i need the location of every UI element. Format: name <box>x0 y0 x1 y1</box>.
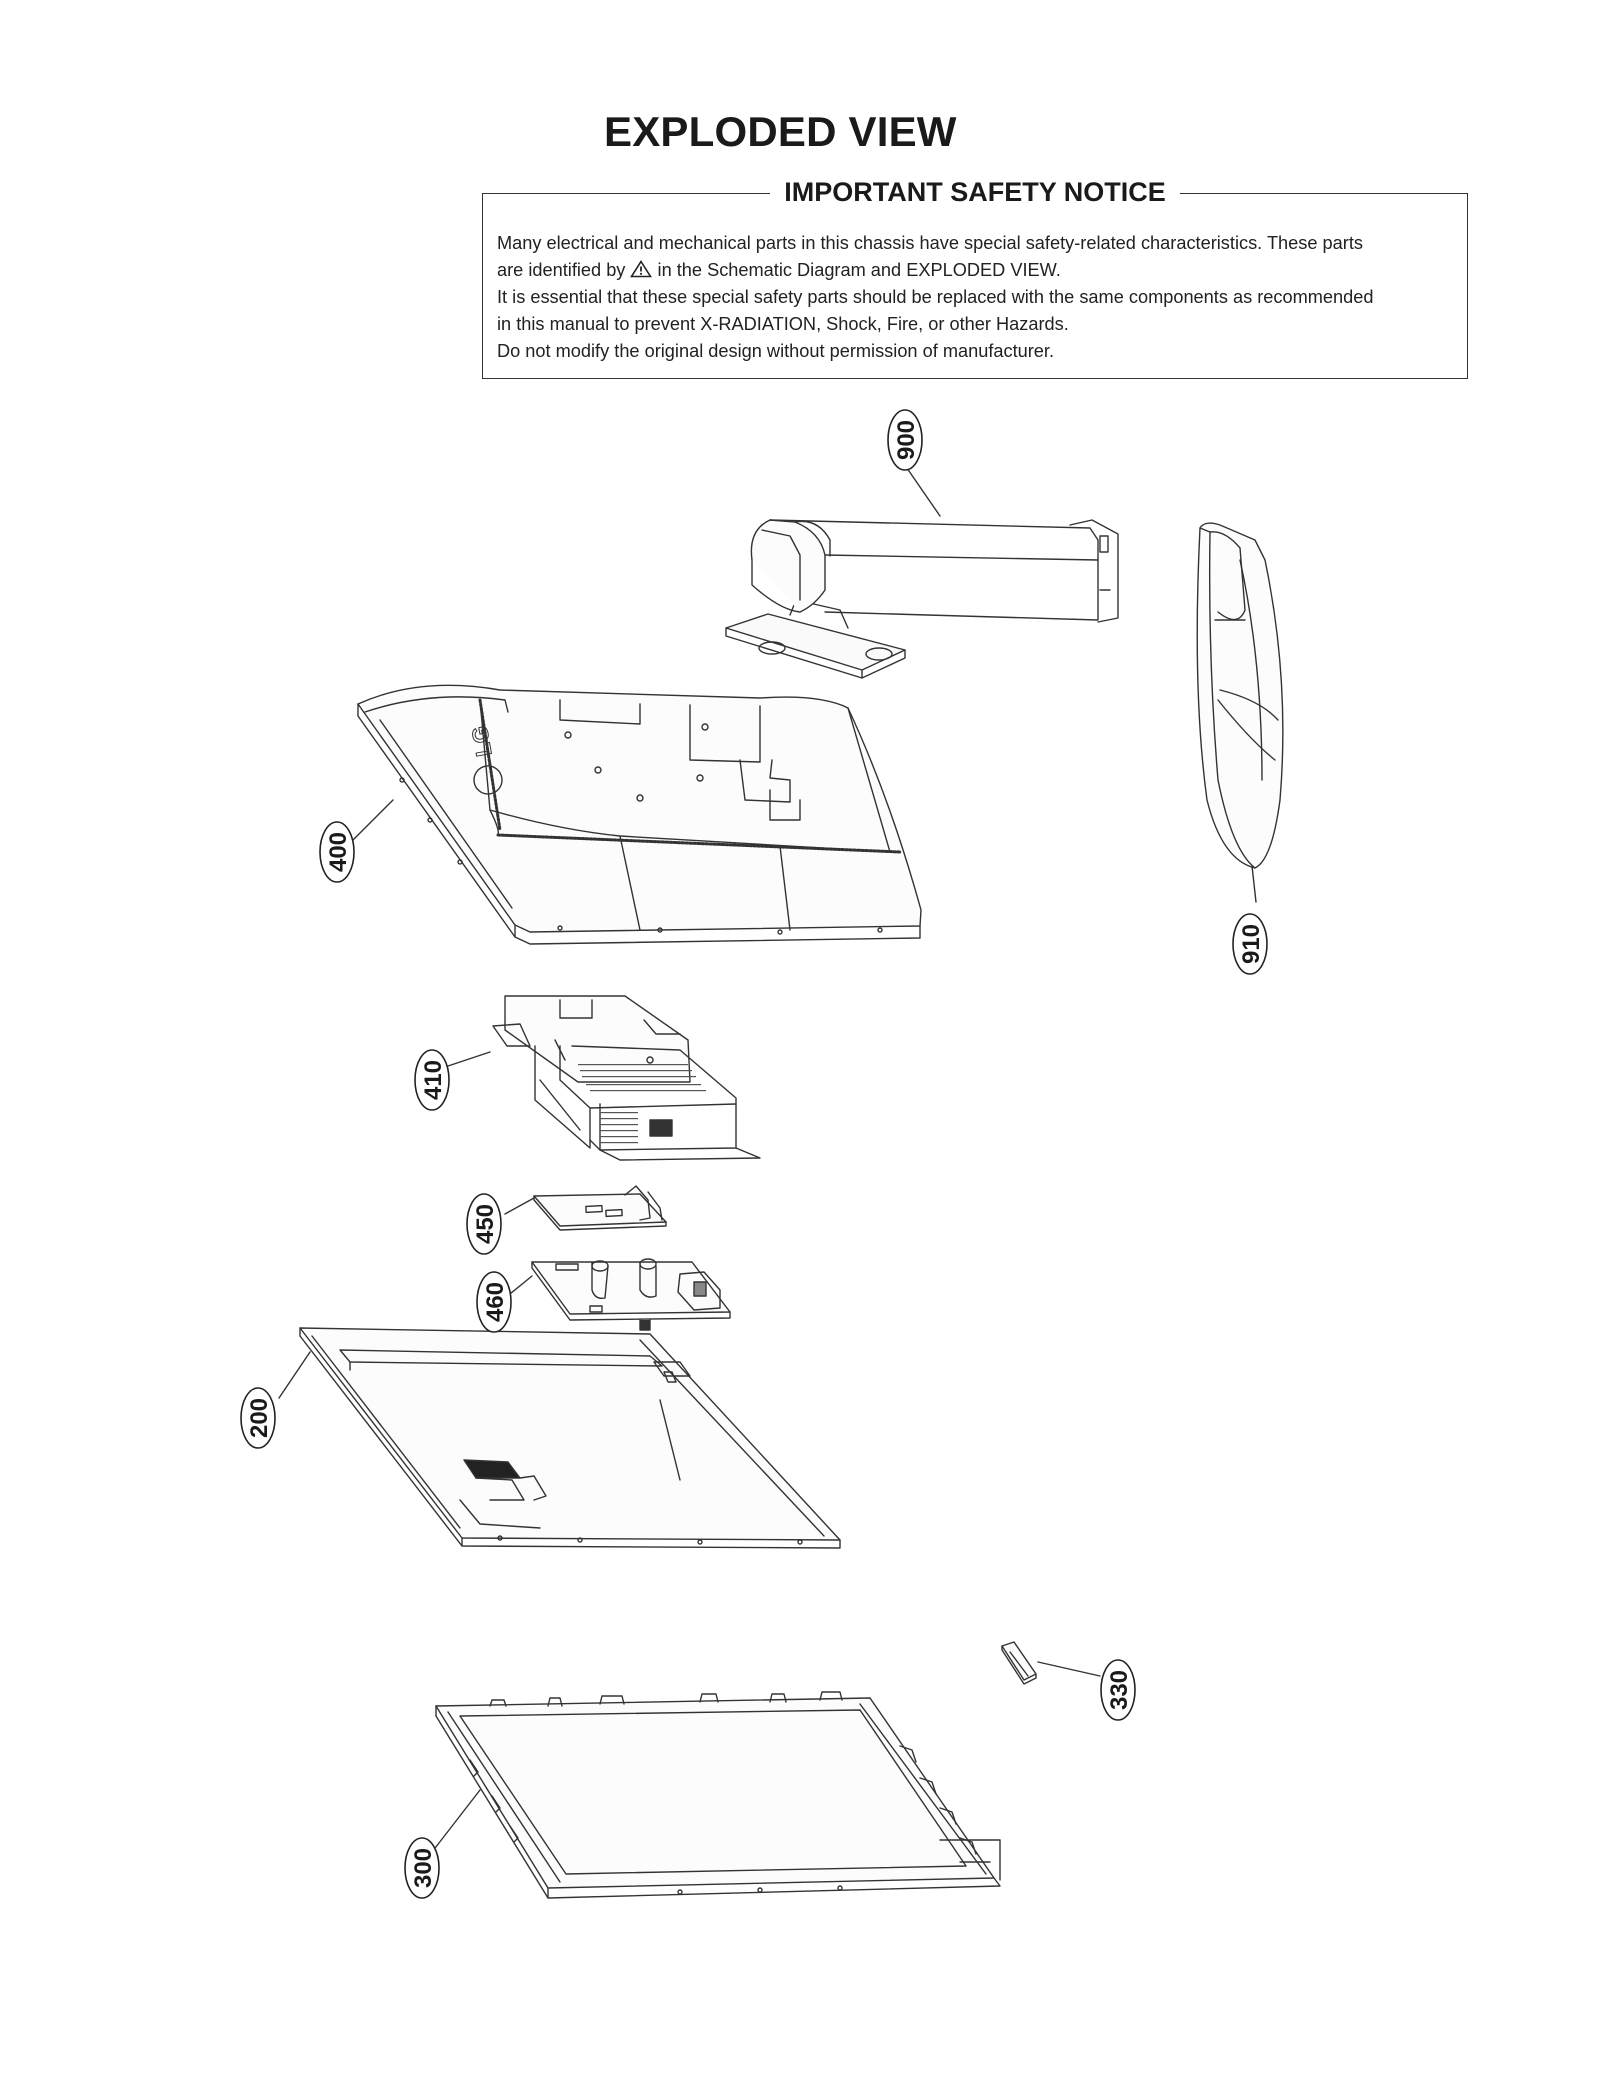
callout-460: 460 <box>476 1271 512 1333</box>
callout-910: 910 <box>1232 913 1268 975</box>
safety-notice-body: Many electrical and mechanical parts in … <box>497 230 1453 365</box>
leader-line <box>431 1789 481 1853</box>
notice-line: are identified by in the Schematic Diagr… <box>497 260 1061 280</box>
svg-text:910: 910 <box>1238 924 1265 964</box>
vent-pattern <box>578 1064 706 1144</box>
callout-200: 200 <box>240 1387 276 1449</box>
safety-notice-box: IMPORTANT SAFETY NOTICE Many electrical … <box>482 177 1468 379</box>
callout-450: 450 <box>466 1193 502 1255</box>
stand-base-part-910 <box>1196 522 1284 869</box>
callout-400: 400 <box>319 821 355 883</box>
notice-line: Do not modify the original design withou… <box>497 341 1055 361</box>
warning-triangle-icon <box>630 260 653 278</box>
logo-lg: LG <box>466 724 503 795</box>
lcd-panel-part-200 <box>299 1327 841 1549</box>
leader-line <box>1037 1661 1101 1677</box>
notice-line: It is essential that these special safet… <box>497 287 1374 307</box>
callout-900: 900 <box>887 409 923 471</box>
svg-text:400: 400 <box>325 832 352 872</box>
svg-text:LG: LG <box>467 724 497 758</box>
small-bracket-part-330 <box>1001 1641 1037 1685</box>
page-title: EXPLODED VIEW <box>604 108 957 155</box>
svg-text:410: 410 <box>420 1060 447 1100</box>
bezel-side-clips <box>469 1745 977 1855</box>
leader-line <box>1251 865 1257 903</box>
rear-cover-part-400: LG <box>357 684 922 945</box>
svg-text:460: 460 <box>482 1282 509 1322</box>
stand-arm-part-900 <box>725 519 1119 679</box>
svg-text:900: 900 <box>893 420 920 460</box>
svg-text:450: 450 <box>472 1204 499 1244</box>
callout-300: 300 <box>404 1837 440 1899</box>
safety-notice-heading: IMPORTANT SAFETY NOTICE <box>483 177 1467 208</box>
svg-text:330: 330 <box>1106 1670 1133 1710</box>
front-bezel-part-300 <box>435 1691 1001 1899</box>
notice-line: Many electrical and mechanical parts in … <box>497 233 1363 253</box>
bezel-top-clips <box>489 1691 843 1707</box>
leader-line <box>278 1351 311 1399</box>
leader-line <box>447 1051 491 1067</box>
callout-410: 410 <box>414 1049 450 1111</box>
main-shield-part-410 <box>492 995 761 1161</box>
callout-330: 330 <box>1100 1659 1136 1721</box>
svg-text:300: 300 <box>410 1848 437 1888</box>
svg-text:200: 200 <box>246 1398 273 1438</box>
leader-line <box>504 1197 535 1215</box>
small-board-part-450 <box>533 1185 667 1231</box>
power-board-part-460 <box>531 1258 731 1331</box>
notice-line: in this manual to prevent X-RADIATION, S… <box>497 314 1069 334</box>
